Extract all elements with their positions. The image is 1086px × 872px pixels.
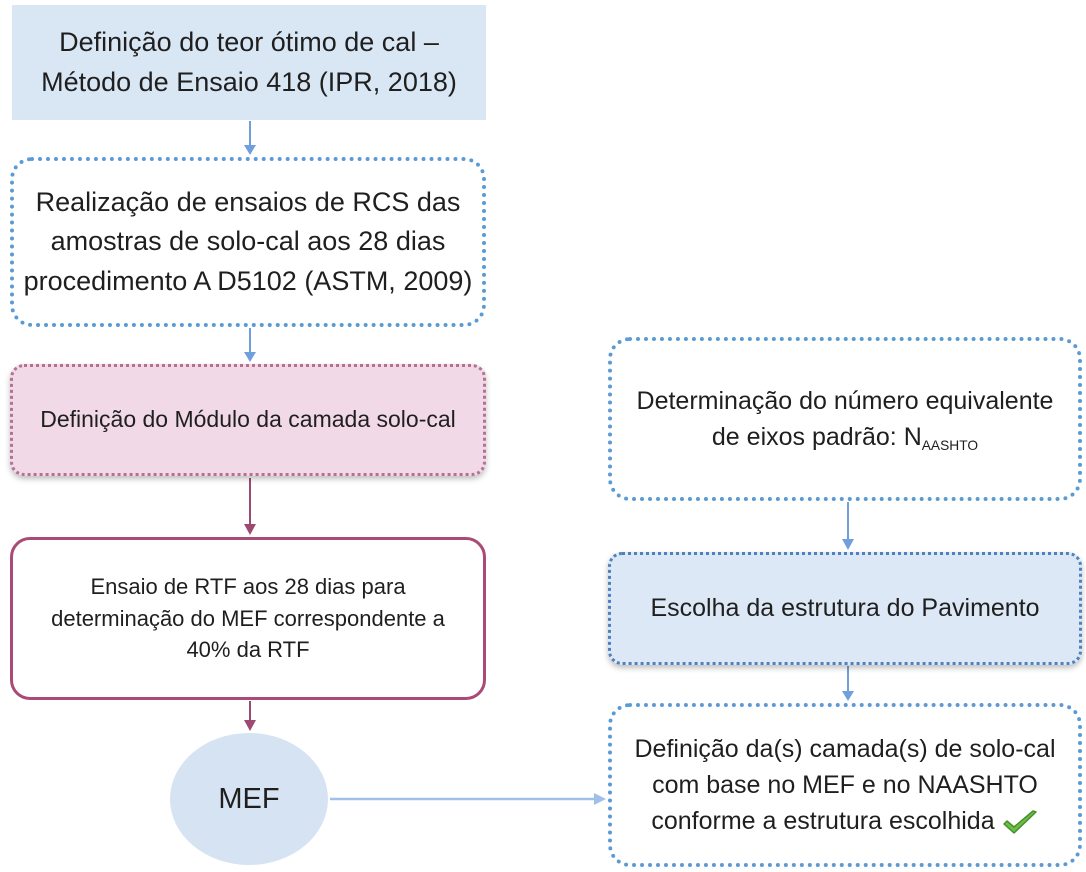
node-modulus-definition: Definição do Módulo da camada solo-cal <box>10 364 486 476</box>
node-layers-line3: conforme a estrutura escolhida <box>651 807 995 836</box>
arrow-optimal-to-ucs <box>244 121 256 155</box>
node-layers-line3-wrap: conforme a estrutura escolhida <box>634 803 1055 839</box>
node-ucs-tests-line3: procedimento A D5102 (ASTM, 2009) <box>23 265 473 296</box>
node-n-aashto: Determinação do número equivalente de ei… <box>608 337 1082 501</box>
node-ucs-tests-line2: amostras de solo-cal aos 28 dias <box>50 226 446 257</box>
node-rtf-line2: determinação do MEF correspondente a <box>51 605 445 631</box>
arrow-pavement-to-layers <box>842 666 854 701</box>
node-layers-line1: Definição da(s) camada(s) de solo-cal <box>634 734 1056 763</box>
node-optimal-lime-line1: Definição do teor ótimo de cal – <box>59 27 439 58</box>
arrow-naashto-to-pavement <box>842 502 854 550</box>
node-ucs-tests-line1: Realização de ensaios de RCS das <box>35 187 461 218</box>
node-rtf-line3: 40% da RTF <box>186 637 310 663</box>
node-layers-line2: com base no MEF e no NAASHTO <box>652 770 1038 799</box>
arrow-rtf-to-mef <box>244 701 256 731</box>
node-n-aashto-subscript: AASHTO <box>921 437 979 453</box>
check-icon <box>1002 809 1037 834</box>
arrow-modulus-to-rtf <box>244 478 256 535</box>
node-rtf-test: Ensaio de RTF aos 28 dias para determina… <box>10 537 486 700</box>
node-mef-label: MEF <box>218 782 280 815</box>
arrow-ucs-to-modulus <box>244 328 256 362</box>
node-ucs-tests: Realização de ensaios de RCS das amostra… <box>10 157 486 327</box>
node-layer-definition: Definição da(s) camada(s) de solo-cal co… <box>608 703 1082 867</box>
arrow-mef-to-layers <box>330 793 606 805</box>
node-pavement-line1: Escolha da estrutura do Pavimento <box>650 594 1040 623</box>
node-mef: MEF <box>170 733 328 865</box>
node-n-aashto-line2: de eixos padrão: NAASHTO <box>637 419 1054 456</box>
node-pavement-structure: Escolha da estrutura do Pavimento <box>608 552 1082 665</box>
node-optimal-lime-content: Definição do teor ótimo de cal – Método … <box>12 5 486 120</box>
node-n-aashto-line1: Determinação do número equivalente <box>636 386 1054 415</box>
node-rtf-line1: Ensaio de RTF aos 28 dias para <box>90 573 406 599</box>
node-n-aashto-line2-text: de eixos padrão: N <box>711 422 922 451</box>
node-optimal-lime-line2: Método de Ensaio 418 (IPR, 2018) <box>41 66 457 97</box>
node-modulus-line1: Definição do Módulo da camada solo-cal <box>40 406 456 433</box>
